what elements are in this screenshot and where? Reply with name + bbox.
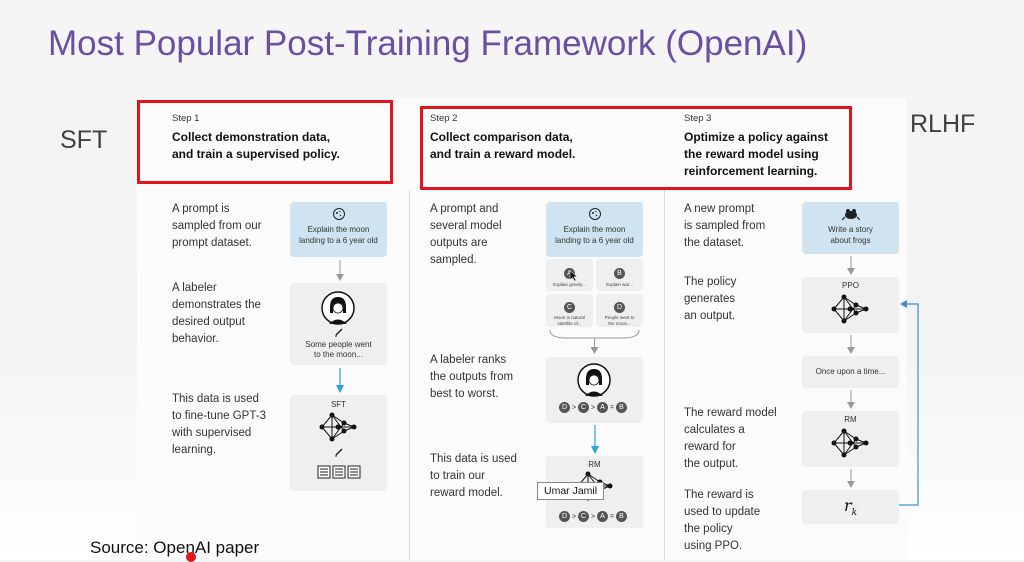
- arrow-down-icon: [591, 425, 599, 454]
- person-icon: [577, 363, 611, 397]
- diagram-panel: [137, 98, 907, 560]
- step3-output-card: Once upon a time...: [802, 356, 899, 388]
- slide-title: Most Popular Post-Training Framework (Op…: [48, 24, 808, 63]
- arrow-down-icon: [847, 256, 855, 275]
- neural-net-icon: [831, 428, 869, 458]
- red-dot-marker: [186, 552, 196, 562]
- arrow-down-icon: [336, 368, 344, 393]
- arrow-down-icon: [336, 260, 344, 281]
- output-card-b: B Explain war...: [596, 259, 643, 291]
- person-icon: [321, 291, 355, 325]
- name-tooltip: Umar Jamil: [537, 482, 605, 500]
- reward-symbol: rk: [843, 496, 858, 519]
- step1-number: Step 1: [172, 113, 200, 124]
- output-card-a: A Explain gravity...: [546, 259, 593, 291]
- sft-label: SFT: [60, 126, 108, 154]
- pencil-icon: [335, 328, 343, 337]
- step2-outputs-grid: A Explain gravity... B Explain war... C …: [546, 259, 643, 327]
- step3-number: Step 3: [684, 113, 712, 124]
- rlhf-label: RLHF: [910, 110, 976, 138]
- arrow-down-icon: [847, 469, 855, 488]
- frog-icon: [841, 209, 860, 221]
- step3-ppo-card: PPO: [802, 277, 899, 333]
- step2-heading: Collect comparison data,and train a rewa…: [430, 130, 576, 161]
- step3-rm-card: RM: [802, 411, 899, 467]
- merge-arrow-icon: [549, 329, 640, 354]
- step2-number: Step 2: [430, 113, 458, 124]
- source-caption: Source: OpenAI paper: [90, 538, 260, 557]
- step2-ranking-labeler: D > C > A = B: [559, 402, 627, 413]
- arrow-down-icon: [847, 390, 855, 409]
- pencil-icon: [335, 448, 343, 457]
- mouse-cursor-icon: [569, 270, 579, 282]
- highlight-box-step2-3: [420, 106, 852, 190]
- highlight-box-step1: [137, 100, 393, 184]
- step2-labeler-card: D > C > A = B: [546, 357, 643, 423]
- step2-ranking-rm: D > C > A = B: [559, 511, 627, 522]
- step1-heading: Collect demonstration data,and train a s…: [172, 130, 340, 161]
- moon-icon: [332, 208, 345, 220]
- step-divider-2: [664, 190, 665, 560]
- step-divider-1: [409, 190, 410, 560]
- step3-reward-card: rk: [802, 490, 899, 524]
- feedback-loop-arrow: [899, 300, 919, 506]
- neural-net-icon: [319, 412, 357, 442]
- step1-sft-card: SFT: [290, 395, 387, 491]
- moon-icon: [588, 208, 601, 220]
- arrow-down-icon: [847, 335, 855, 354]
- document-icon: [317, 465, 361, 479]
- neural-net-icon: [831, 294, 869, 324]
